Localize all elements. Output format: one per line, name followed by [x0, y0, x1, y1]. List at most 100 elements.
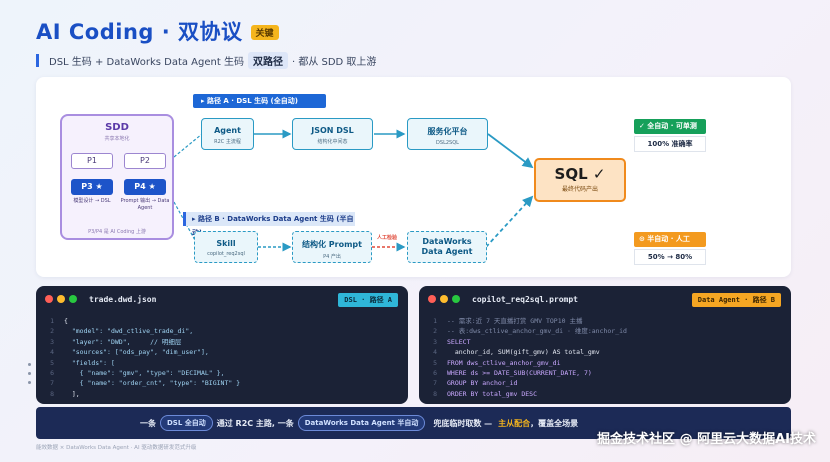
code-line: 1{: [36, 316, 408, 326]
line-text: anchor_id, SUM(gift_gmv) AS total_gmv: [447, 348, 600, 357]
code-line: 5 FROM dws_ctlive_anchor_gmv_di: [419, 358, 791, 368]
code-panel-prompt: copilot_req2sql.prompt Data Agent · 路径 B…: [419, 286, 791, 404]
auto-tag: ✓ 全自动 · 可单测: [634, 119, 706, 134]
flow-diagram-panel: SDD 共享本地化 P1 P2 P3 ★ P4 ★ 模型设计 → DSL Pro…: [36, 77, 791, 277]
dsl-badge: DSL · 路径 A: [338, 293, 398, 307]
sdd-container: SDD 共享本地化 P1 P2 P3 ★ P4 ★ 模型设计 → DSL Pro…: [60, 114, 174, 240]
code-panel-dsl-header: trade.dwd.json DSL · 路径 A: [36, 286, 408, 312]
line-text: {: [64, 317, 68, 325]
side-dots: [28, 363, 31, 390]
line-text: FROM dws_ctlive_anchor_gmv_di: [447, 358, 561, 367]
code-line: 4 anchor_id, SUM(gift_gmv) AS total_gmv: [419, 347, 791, 357]
sdd-footer: P3/P4 是 AI Coding 上游: [88, 229, 146, 235]
line-text: { "name": "order_cnt", "type": "BIGINT" …: [64, 379, 241, 388]
subtitle-pre: DSL 生码 + DataWorks Data Agent 生码: [49, 57, 244, 68]
sdd-to-agent-link: [173, 133, 203, 158]
code-line: 4 "sources": ["ods_pay", "dim_user"],: [36, 347, 408, 357]
code-panel-dsl: trade.dwd.json DSL · 路径 A 1{2 "model": "…: [36, 286, 408, 404]
structured-prompt-node: 结构化 Prompt P4 产出: [292, 231, 372, 263]
p1-box: P1: [71, 153, 113, 169]
dataworks-agent-node-title: DataWorks: [422, 237, 472, 246]
semi-metric: 50% → 80%: [634, 249, 706, 265]
line-number: 7: [50, 379, 54, 388]
subtitle-post: · 都从 SDD 取上游: [291, 57, 377, 68]
summary-a: 一条: [140, 418, 156, 428]
code-line: 3 "layer": "DWD", // 明细层: [36, 337, 408, 347]
line-number: 7: [433, 379, 437, 388]
subtitle-accent-bar: [36, 54, 39, 67]
dsl-file-name: trade.dwd.json: [89, 294, 157, 304]
prompt-file-name: copilot_req2sql.prompt: [472, 294, 578, 304]
minimize-dot-icon: [440, 295, 448, 303]
key-badge: 关键: [250, 24, 279, 40]
line-number: 1: [50, 317, 54, 325]
summary-d: ，覆盖全场景: [530, 418, 579, 428]
code-line: 2 "model": "dwd_ctlive_trade_di",: [36, 326, 408, 336]
minimize-dot-icon: [57, 295, 65, 303]
code-line: 2 -- 表:dws_ctlive_anchor_gmv_di · 维度:anch…: [419, 326, 791, 336]
line-text: -- 表:dws_ctlive_anchor_gmv_di · 维度:ancho…: [447, 327, 627, 336]
subtitle-highlight: 双路径: [247, 52, 288, 69]
skill-node-sub: copilot_req2sql: [207, 251, 245, 257]
dataworks-agent-node-sub: Data Agent: [421, 247, 473, 256]
line-text: "layer": "DWD", // 明细层: [64, 337, 182, 346]
line-text: "model": "dwd_ctlive_trade_di",: [64, 327, 194, 336]
page-title: AI Coding · 双协议 关键: [36, 16, 279, 46]
line-number: 5: [433, 358, 437, 367]
dsl-code-body: 1{2 "model": "dwd_ctlive_trade_di",3 "la…: [36, 312, 408, 399]
p4-caption: Prompt 输出 → Data Agent: [120, 198, 170, 211]
p3-box: P3 ★: [71, 179, 113, 195]
data-agent-pill: DataWorks Data Agent 半自动: [297, 415, 426, 431]
line-number: 2: [50, 327, 54, 336]
line-text: { "name": "gmv", "type": "DECIMAL" },: [64, 369, 225, 378]
service-platform-node-title: 服务化平台: [427, 127, 468, 136]
summary-bar: 一条 DSL 全自动 通过 R2C 主路, 一条 DataWorks Data …: [36, 407, 791, 439]
agent-node-title: Agent: [214, 126, 241, 135]
auto-metric: 100% 准确率: [634, 136, 706, 152]
skill-node: Skill copilot_req2sql: [194, 231, 258, 263]
line-number: 3: [433, 337, 437, 346]
structured-prompt-node-title: 结构化 Prompt: [302, 240, 362, 249]
agent-to-sql-arrow: [485, 195, 534, 248]
agent-node: Agent R2C 主流程: [201, 118, 254, 150]
line-number: 5: [50, 358, 54, 367]
prompt-badge: Data Agent · 路径 B: [691, 293, 781, 307]
line-number: 6: [433, 369, 437, 378]
service-platform-node: 服务化平台 DSL2SQL: [407, 118, 488, 150]
code-line: 8 ],: [36, 389, 408, 399]
service-platform-node-sub: DSL2SQL: [436, 140, 459, 146]
subtitle: DSL 生码 + DataWorks Data Agent 生码 双路径 · 都…: [36, 52, 376, 69]
line-text: "sources": ["ods_pay", "dim_user"],: [64, 348, 209, 357]
code-line: 1 -- 需求:近 7 天直播打赏 GMV TOP10 主播: [419, 316, 791, 326]
platform-to-sql-arrow: [487, 133, 534, 169]
json-dsl-node: JSON DSL 结构化中间态: [292, 118, 373, 150]
route-b-label: ▸ 路径 B · DataWorks Data Agent 生码 (半自动): [183, 212, 355, 237]
line-number: 8: [50, 389, 54, 398]
p2-box: P2: [124, 153, 166, 169]
line-number: 2: [433, 327, 437, 336]
manual-check-label: 人工检验: [377, 235, 398, 241]
line-number: 8: [433, 389, 437, 398]
summary-c: 兜底临时取数 —: [433, 418, 493, 428]
watermark: 掘金技术社区 @ 阿里云大数据AI技术: [597, 432, 816, 447]
skill-node-title: Skill: [216, 239, 236, 248]
sql-output-sub: 最终代码产出: [561, 186, 598, 193]
p4-box: P4 ★: [124, 179, 166, 195]
summary-highlight: 主从配合: [498, 418, 531, 428]
close-dot-icon: [45, 295, 53, 303]
agent-node-sub: R2C 主流程: [214, 139, 241, 145]
line-number: 1: [433, 317, 437, 325]
code-line: 3 SELECT: [419, 337, 791, 347]
code-line: 7 { "name": "order_cnt", "type": "BIGINT…: [36, 378, 408, 388]
sdd-subtitle: 共享本地化: [104, 136, 130, 142]
prompt-code-body: 1 -- 需求:近 7 天直播打赏 GMV TOP10 主播 2 -- 表:dws_c…: [419, 312, 791, 399]
semi-tag: ⊙ 半自动 · 人工: [634, 232, 706, 247]
structured-prompt-node-sub: P4 产出: [323, 254, 341, 260]
line-number: 4: [433, 348, 437, 357]
line-number: 6: [50, 369, 54, 378]
line-text: -- 需求:近 7 天直播打赏 GMV TOP10 主播: [447, 317, 583, 325]
line-number: 4: [50, 348, 54, 357]
line-text: SELECT: [447, 337, 471, 346]
